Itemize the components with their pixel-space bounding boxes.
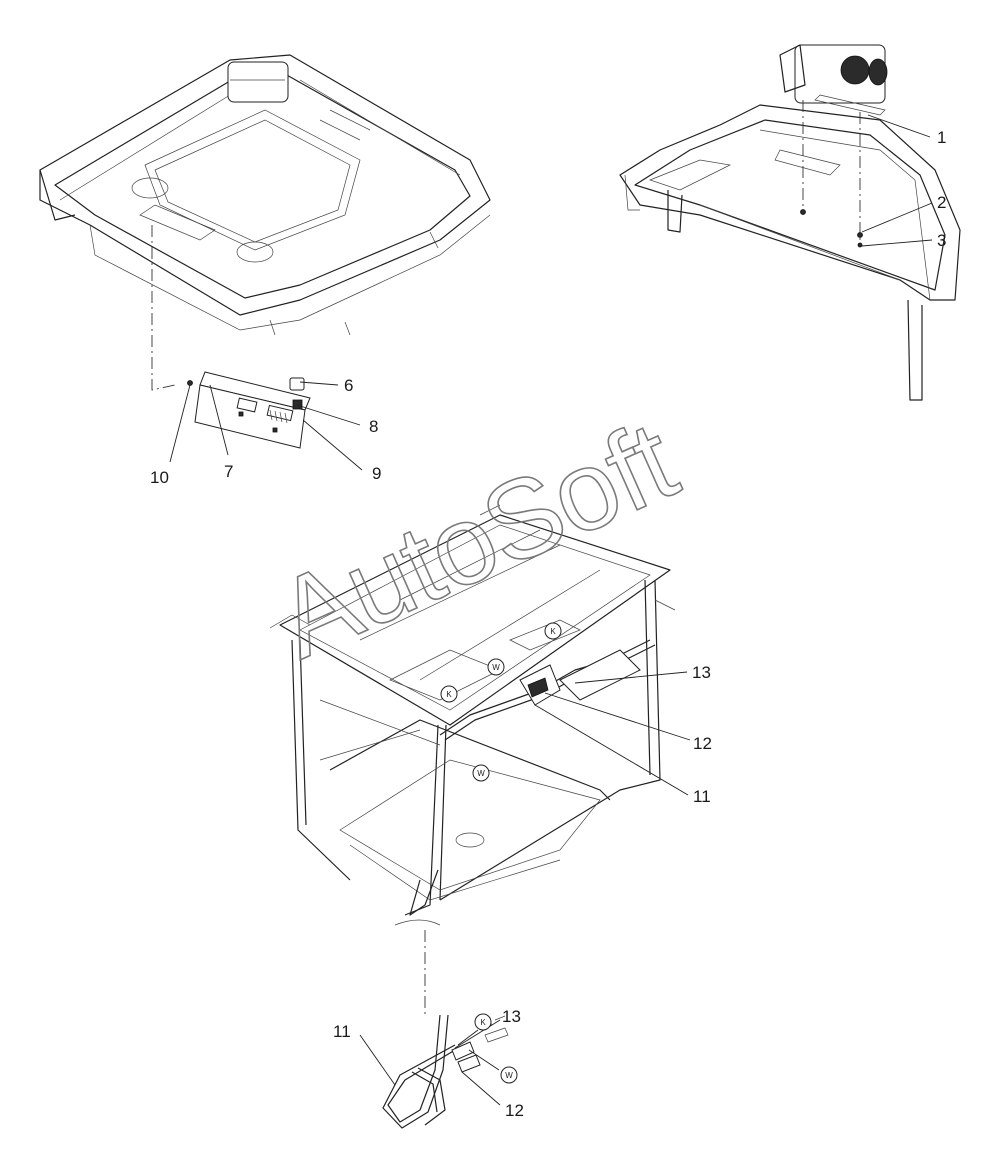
callout-12-hose: 12: [505, 1101, 524, 1120]
cab-frame-assembly: [269, 504, 676, 916]
callout-8: 8: [369, 417, 378, 436]
heater-unit: [519, 649, 641, 706]
svg-text:W: W: [492, 663, 500, 672]
assembly-centerline: [151, 225, 176, 391]
switch-panel-assembly: [187, 371, 311, 449]
leader-lines: [169, 114, 933, 1106]
svg-text:K: K: [446, 690, 452, 699]
callout-13: 13: [692, 663, 711, 682]
callout-9: 9: [372, 464, 381, 483]
bubble-w-upper: W: [487, 658, 505, 676]
blower-roof-assembly: [619, 44, 961, 401]
svg-text:K: K: [550, 627, 556, 636]
bubble-w-hose: W: [500, 1066, 518, 1084]
callout-1: 1: [937, 128, 946, 147]
callout-11-hose: 11: [333, 1022, 351, 1041]
callout-13-hose: 13: [502, 1007, 521, 1026]
bubble-k-upper: K: [544, 622, 562, 640]
callout-3: 3: [937, 231, 946, 250]
svg-text:K: K: [480, 1018, 486, 1027]
callout-12: 12: [693, 734, 712, 753]
blower-motor: [779, 44, 888, 116]
callout-10: 10: [150, 468, 169, 487]
bubble-w-lower: W: [472, 764, 490, 782]
callout-2: 2: [937, 193, 946, 212]
bubble-k-left: K: [440, 685, 458, 703]
callout-6: 6: [344, 376, 353, 395]
svg-text:W: W: [505, 1071, 513, 1080]
callout-11: 11: [693, 787, 711, 806]
heater-hose-assembly: [382, 1014, 509, 1129]
svg-text:W: W: [477, 769, 485, 778]
bubble-k-hose: K: [474, 1013, 492, 1031]
roof-panel-assembly: [39, 54, 491, 336]
callout-7: 7: [224, 462, 233, 481]
watermark-text: AutoSoft: [259, 397, 694, 682]
